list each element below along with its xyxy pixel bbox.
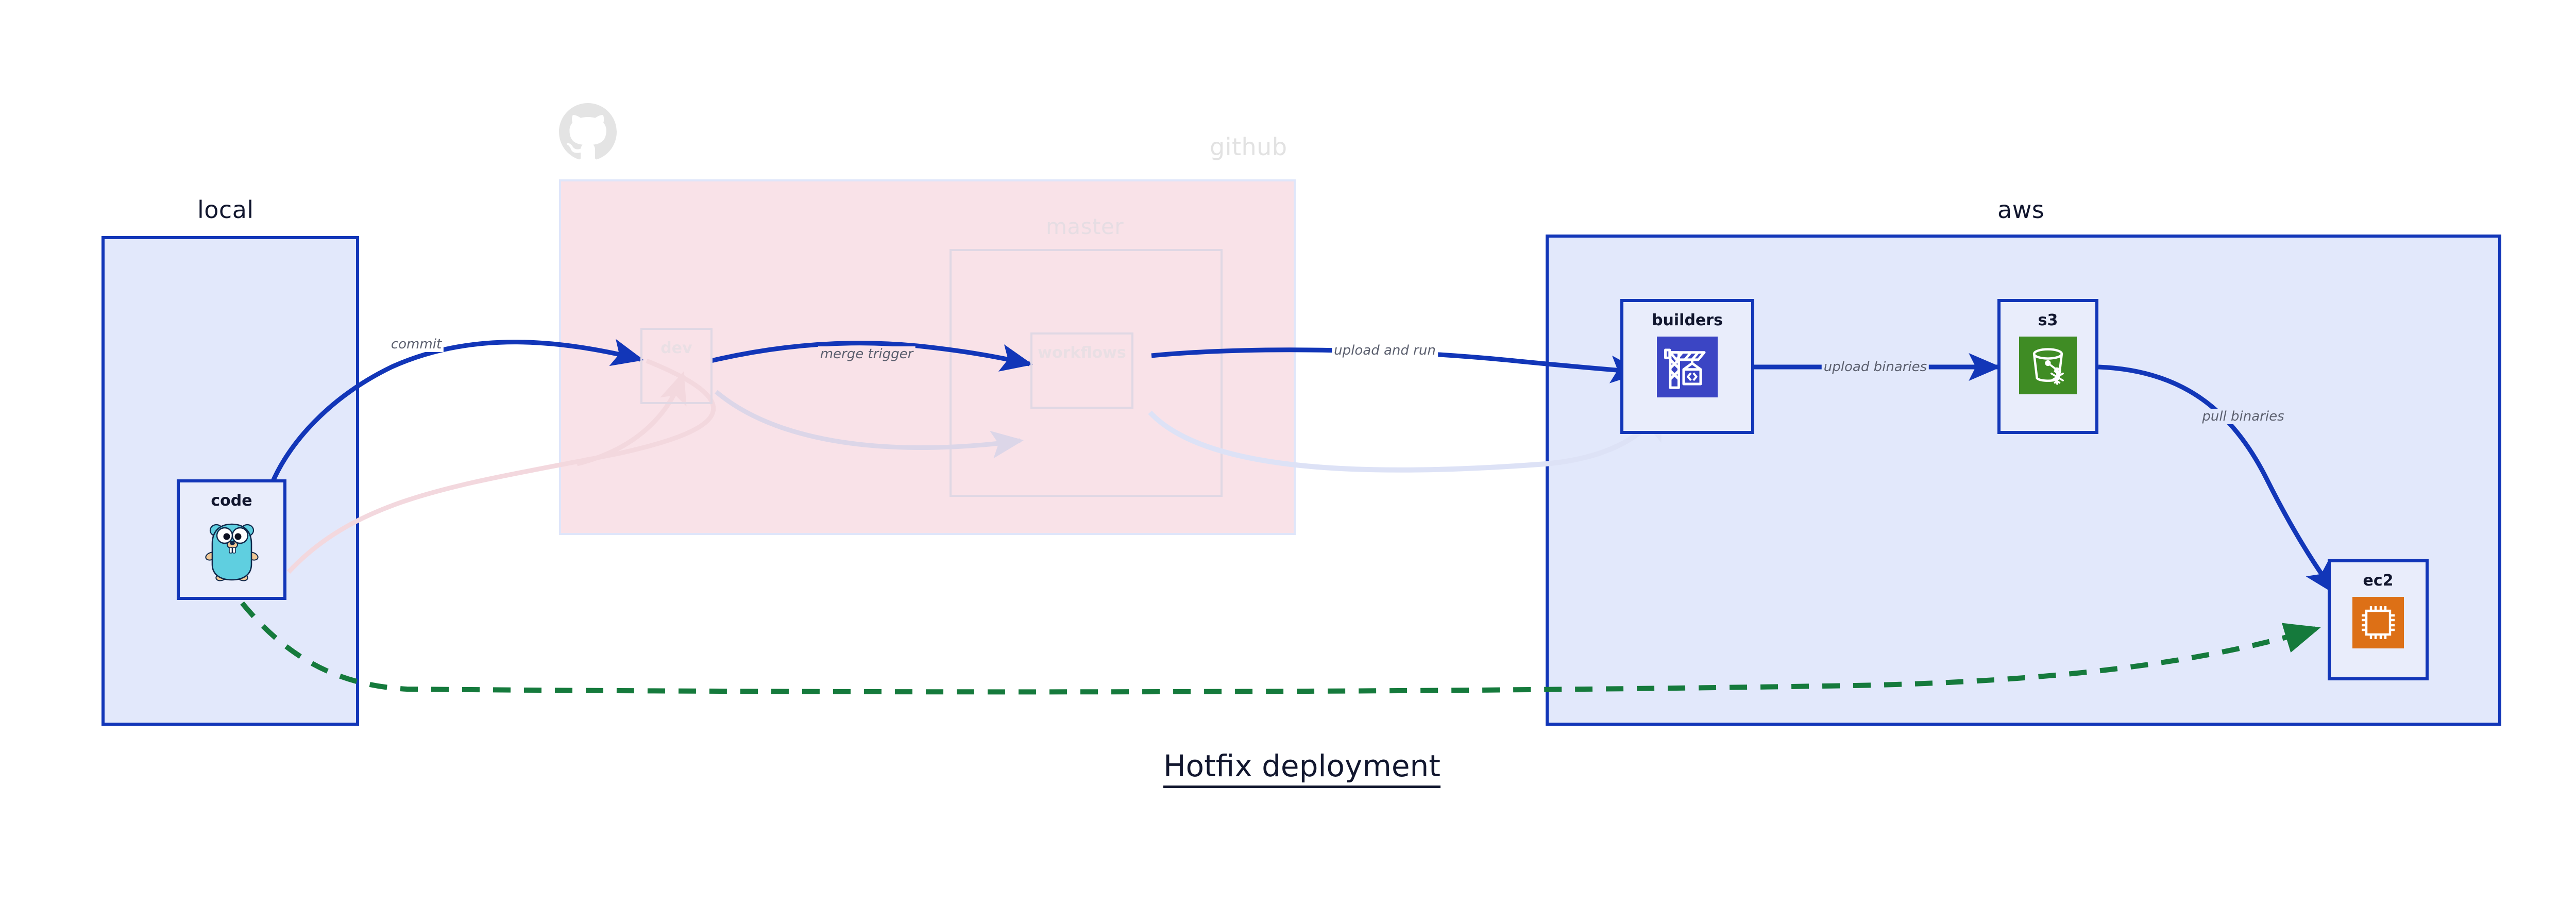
aws-s3-glacier-icon: [2019, 337, 2077, 396]
node-ec2[interactable]: ec2: [2328, 559, 2429, 680]
node-s3-label: s3: [2038, 311, 2058, 329]
edge-label-merge-trigger: merge trigger: [818, 346, 916, 362]
github-octocat-icon: [559, 103, 617, 161]
aws-ec2-chip-icon: [2352, 597, 2404, 650]
node-dev-label: dev: [660, 339, 692, 357]
diagram-caption-text: Hotfix deployment: [1163, 748, 1441, 788]
node-builders[interactable]: builders: [1620, 299, 1754, 434]
node-code[interactable]: code: [177, 479, 286, 600]
edge-label-pull-binaries: pull binaries: [2200, 409, 2286, 424]
edge-label-commit: commit: [388, 337, 444, 352]
node-workflows-label: workflows: [1038, 344, 1126, 362]
edge-label-upload-binaries: upload binaries: [1821, 359, 1929, 375]
node-workflows[interactable]: workflows: [1030, 332, 1133, 409]
node-master-label: master: [1046, 214, 1124, 239]
zone-label-aws: aws: [1997, 196, 2045, 224]
node-builders-label: builders: [1652, 311, 1723, 329]
node-ec2-label: ec2: [2363, 572, 2394, 590]
edge-label-upload-and-run: upload and run: [1332, 343, 1438, 358]
node-dev[interactable]: dev: [640, 328, 713, 404]
zone-label-github: github: [1210, 133, 1287, 161]
zone-label-local: local: [197, 196, 254, 224]
node-s3[interactable]: s3: [1997, 299, 2098, 434]
diagram-caption: Hotfix deployment: [0, 748, 2576, 788]
go-gopher-icon: [201, 517, 263, 585]
aws-codebuild-icon: [1657, 337, 1718, 399]
node-code-label: code: [211, 492, 252, 510]
